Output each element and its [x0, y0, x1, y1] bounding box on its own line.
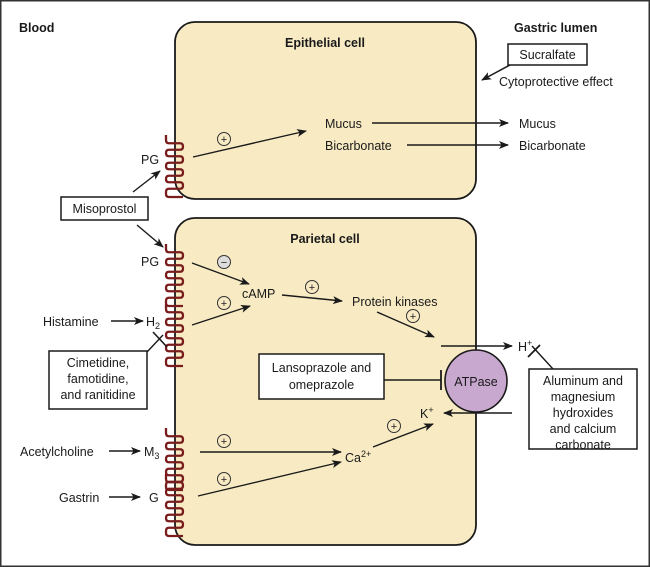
camp-to-protein-kinases-arrow — [281, 294, 343, 305]
plus-sign: + — [305, 280, 319, 294]
g-to-calcium-arrow — [197, 460, 342, 497]
antacids-line-4: and calcium — [550, 422, 617, 436]
acetylcholine-label: Acetylcholine — [20, 445, 94, 459]
pg-receptor-label-epithelial: PG — [141, 153, 159, 167]
svg-text:+: + — [391, 421, 397, 433]
g-receptor — [164, 474, 185, 538]
m3-receptor-label: M3 — [144, 445, 159, 461]
antacids-box — [528, 368, 638, 450]
pg-to-camp-arrow — [191, 262, 250, 285]
sucralfate-box — [507, 43, 588, 66]
antacids-line-1: Aluminum and — [543, 374, 623, 388]
bicarbonate-label: Bicarbonate — [325, 139, 392, 153]
h2-blockers-line-2: famotidine, — [67, 372, 128, 386]
camp-label: cAMP — [242, 287, 275, 301]
calcium-label: Ca2+ — [345, 449, 371, 465]
h-plus-label: H+ — [518, 338, 532, 354]
h2-blockers-box — [48, 350, 148, 410]
parietal-cell-title: Parietal cell — [290, 232, 360, 246]
m3-receptor — [164, 428, 185, 492]
h2-to-camp-arrow — [191, 305, 251, 326]
ppi-line-2: omeprazole — [289, 378, 354, 392]
h2-blocker-inhibition-bar — [152, 331, 168, 348]
epithelial-cell-title: Epithelial cell — [285, 36, 365, 50]
plus-sign: + — [217, 296, 231, 310]
gastric-lumen-label: Gastric lumen — [514, 21, 597, 35]
gastrin-label: Gastrin — [59, 491, 99, 505]
mucus-label: Mucus — [325, 117, 362, 131]
plus-sign: + — [217, 434, 231, 448]
svg-text:+: + — [221, 134, 227, 146]
k-plus-label: K+ — [420, 405, 434, 421]
plus-sign: + — [406, 309, 420, 323]
antacids-line-3: hydroxides — [553, 406, 613, 420]
pg-receptor-label-parietal: PG — [141, 255, 159, 269]
h2-blockers-line-3: and ranitidine — [60, 388, 135, 402]
histamine-label: Histamine — [43, 315, 99, 329]
calcium-to-k-arrow — [372, 423, 434, 448]
misoprostol-box — [60, 196, 149, 221]
protein-kinases-to-atpase-arrow — [376, 311, 435, 338]
svg-text:+: + — [410, 311, 416, 323]
mucus-secreted-label: Mucus — [519, 117, 556, 131]
sucralfate-arrow — [481, 64, 511, 81]
cytoprotective-label: Cytoprotective effect — [499, 75, 613, 89]
antacids-line-2: magnesium — [551, 390, 616, 404]
sucralfate-label: Sucralfate — [519, 48, 575, 62]
ppi-box — [258, 353, 385, 400]
misoprostol-label: Misoprostol — [73, 202, 137, 216]
atpase-pump — [444, 349, 508, 413]
plus-sign: + — [217, 472, 231, 486]
pg-receptor-parietal — [164, 244, 185, 308]
epithelial-cell — [174, 21, 477, 200]
h2-blockers-line-1: Cimetidine, — [67, 356, 130, 370]
h2-receptor — [164, 304, 185, 368]
svg-text:−: − — [221, 257, 227, 269]
receptor-group — [164, 135, 185, 538]
h2-receptor-label: H2 — [146, 315, 160, 331]
pg-to-mucus-arrow — [192, 129, 307, 158]
svg-text:+: + — [221, 298, 227, 310]
svg-text:+: + — [309, 282, 315, 294]
misoprostol-to-pg-epithelial-arrow — [132, 170, 161, 193]
plus-sign: + — [387, 419, 401, 433]
misoprostol-to-pg-parietal-arrow — [136, 224, 164, 248]
g-receptor-label: G — [149, 491, 159, 505]
pg-receptor-epithelial — [164, 135, 185, 199]
plus-sign: + — [217, 132, 231, 146]
ppi-line-1: Lansoprazole and — [272, 361, 371, 375]
svg-text:+: + — [221, 474, 227, 486]
bicarbonate-secreted-label: Bicarbonate — [519, 139, 586, 153]
protein-kinases-label: Protein kinases — [352, 295, 437, 309]
h2-blocker-inhibition-line — [146, 334, 164, 353]
antacids-line-5: carbonate — [555, 438, 611, 452]
minus-sign: − — [217, 255, 231, 269]
atpase-label: ATPase — [454, 375, 498, 389]
antacid-neutralize-bar — [527, 344, 541, 358]
svg-text:+: + — [221, 436, 227, 448]
blood-label: Blood — [19, 21, 54, 35]
